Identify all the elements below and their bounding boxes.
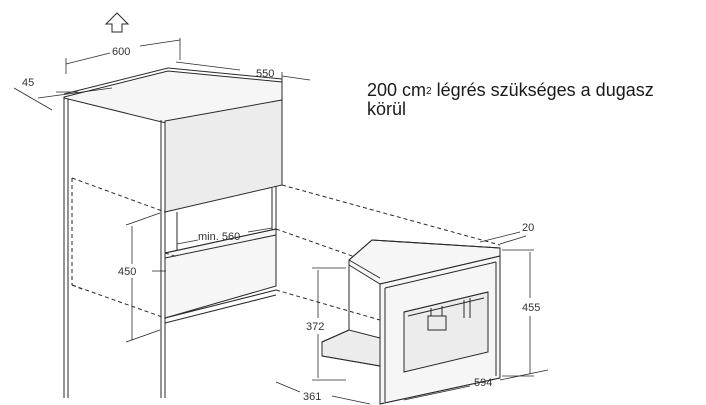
dim-body-depth	[275, 381, 371, 405]
note-main: 200 cm	[367, 80, 427, 100]
dim-label-361: 361	[303, 391, 321, 403]
dim-cabinet-width	[65, 38, 181, 74]
dim-label-min-560: min. 560	[198, 231, 240, 243]
dim-label-455: 455	[522, 302, 540, 314]
up-arrow-icon	[104, 12, 130, 33]
dim-label-600: 600	[112, 46, 130, 58]
dim-body-height	[312, 267, 346, 381]
cabinet	[63, 67, 283, 398]
dim-label-594: 594	[474, 377, 492, 389]
ventilation-note: 200 cm2 légrés szükséges a dugasz körül	[367, 81, 697, 119]
note-superscript: 2	[426, 86, 432, 97]
dim-top-offset	[13, 87, 113, 111]
dim-niche-height	[125, 212, 166, 343]
dim-cabinet-depth	[175, 61, 311, 84]
dim-appliance-width	[403, 369, 549, 401]
dim-label-450: 450	[118, 266, 136, 278]
dim-label-20: 20	[522, 222, 534, 234]
dim-front-offset	[479, 231, 527, 245]
dim-niche-depth	[176, 227, 273, 245]
dim-label-372: 372	[306, 321, 324, 333]
dim-label-45: 45	[22, 77, 34, 89]
dim-label-550: 550	[256, 68, 274, 80]
note-rest: légrés szükséges a dugasz körül	[367, 80, 654, 119]
appliance	[321, 239, 501, 405]
